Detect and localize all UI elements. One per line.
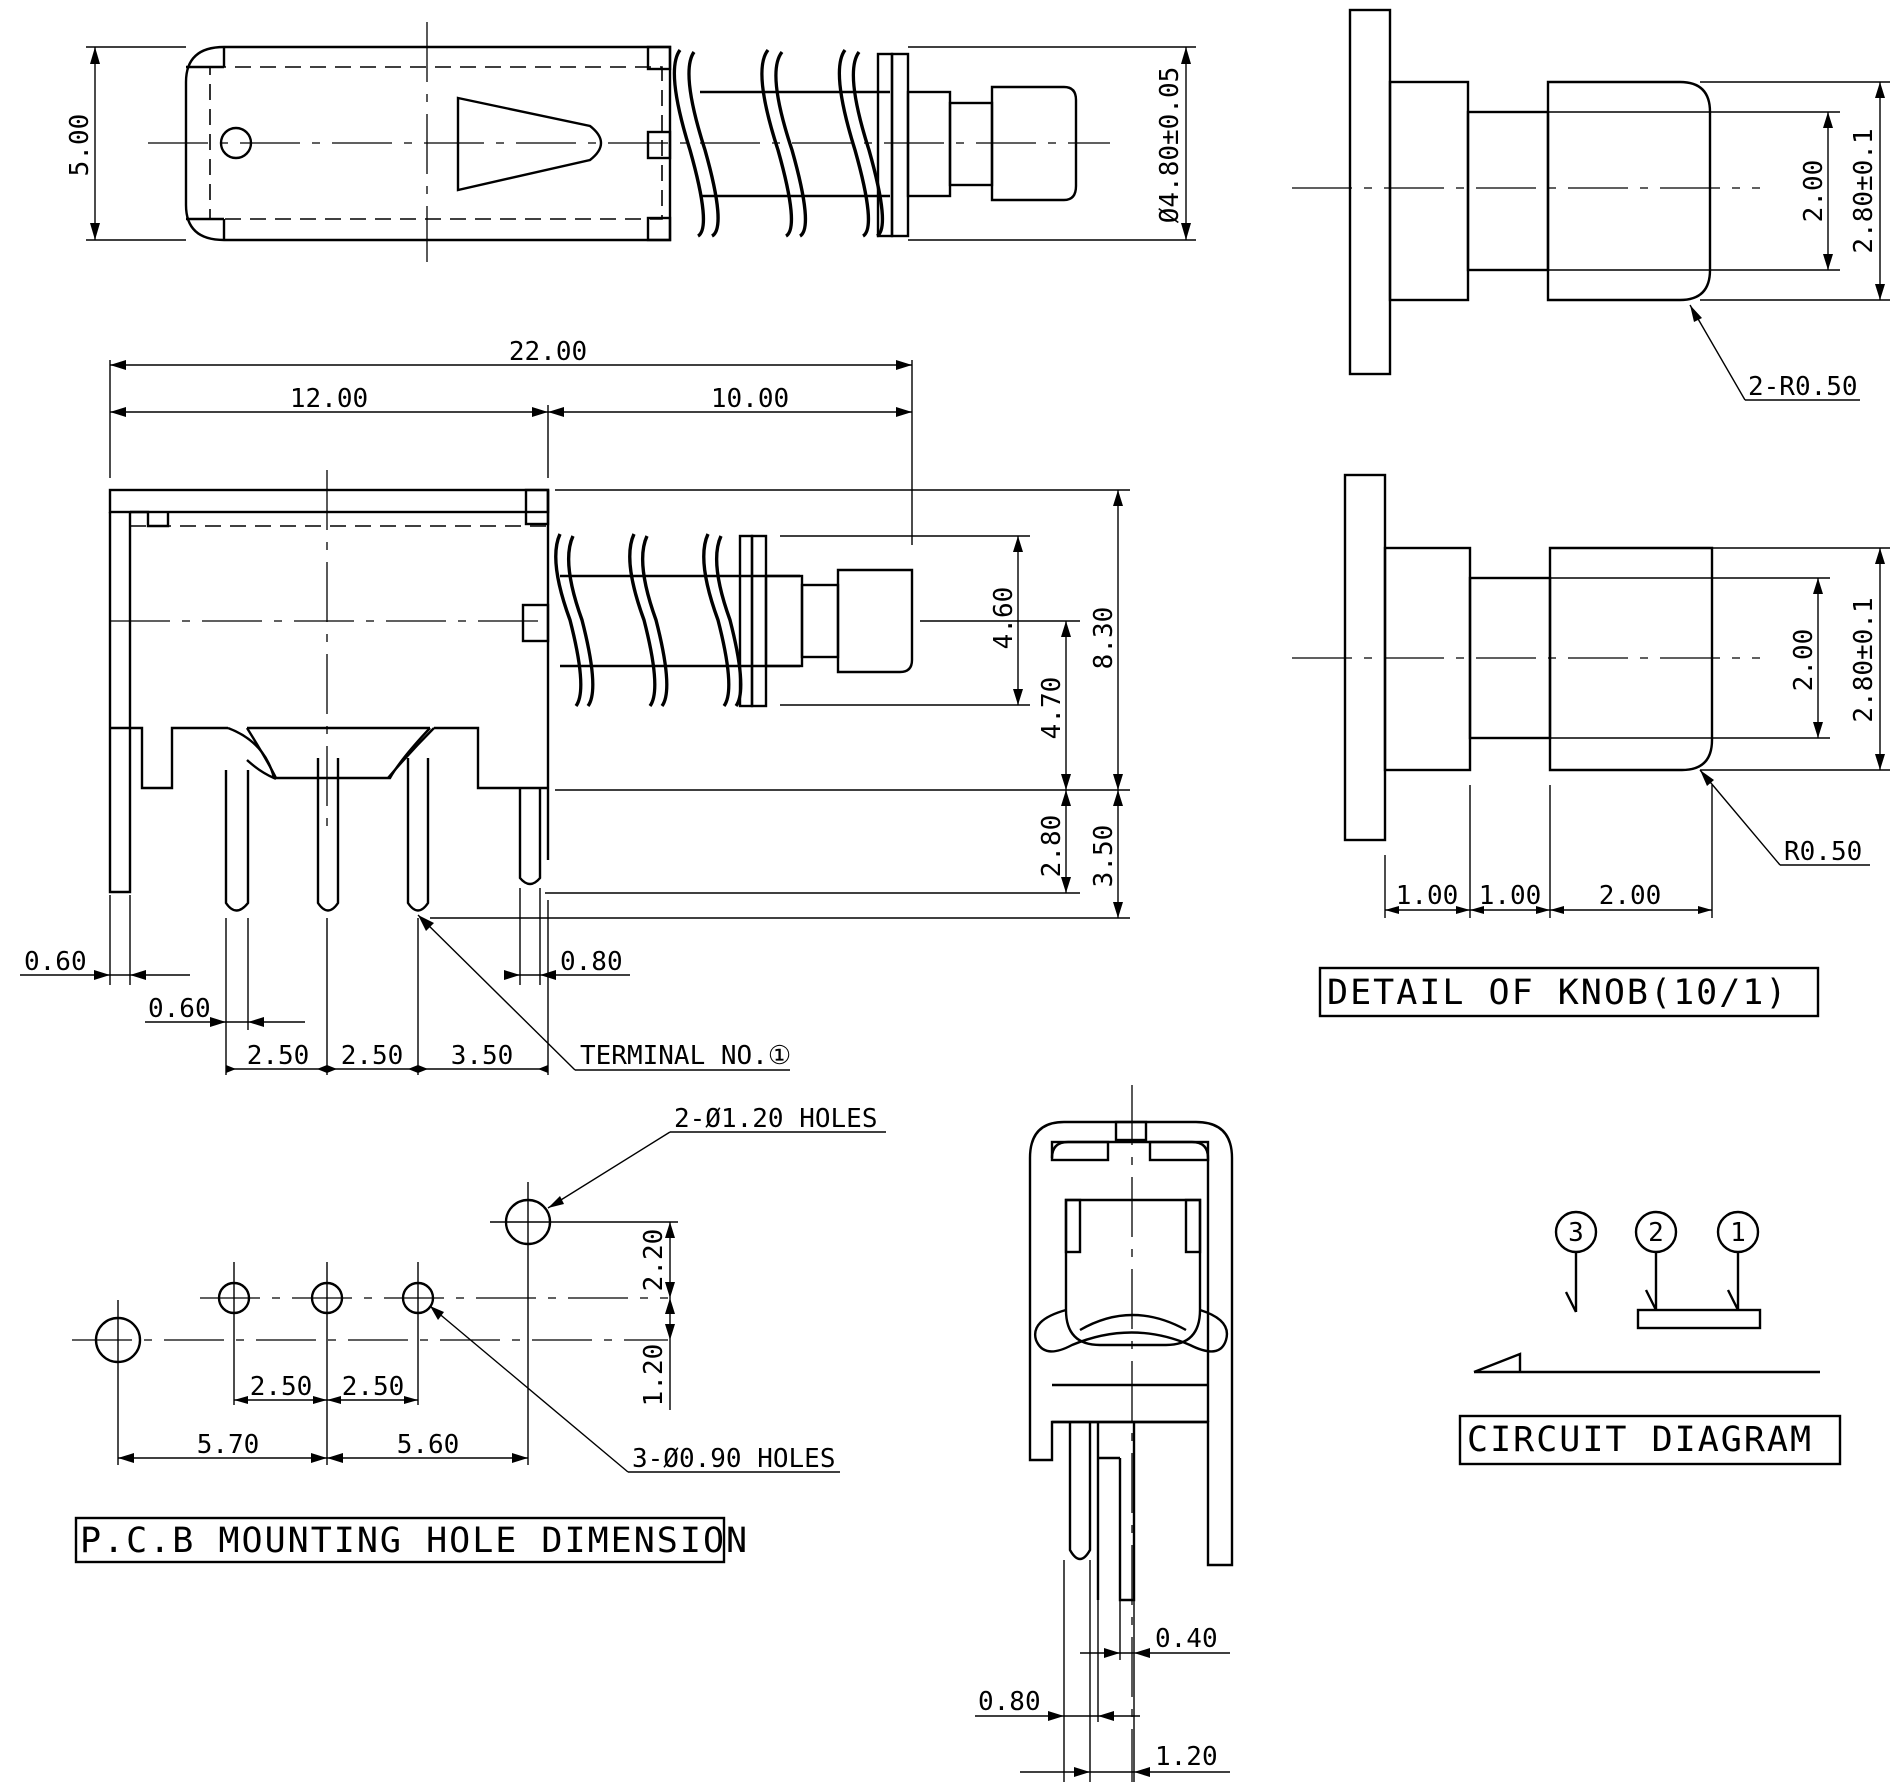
end-dim-a: 0.40	[1155, 1624, 1218, 1654]
pcb-pitch-2: 2.50	[342, 1372, 405, 1402]
pcb-pitch-1: 2.50	[250, 1372, 313, 1402]
end-dim-c: 1.20	[1155, 1742, 1218, 1772]
dim-total-length: 22.00	[509, 337, 587, 367]
pcb-small-holes-label: 3-Ø0.90 HOLES	[632, 1444, 836, 1474]
dim-c: 2.80	[1037, 815, 1067, 878]
dim-left-wall: 0.60	[24, 947, 87, 977]
pcb-title: P.C.B MOUNTING HOLE DIMENSION	[80, 1521, 749, 1561]
knob-bottom-radius: R0.50	[1784, 837, 1862, 867]
circuit-diagram: 3 2 1 CIRCUIT DIAGRAM	[1458, 1210, 1842, 1466]
knob-bottom-dim-outer: 2.80±0.1	[1849, 597, 1879, 722]
dim-right-wall: 0.80	[560, 947, 623, 977]
terminal-2-label: 2	[1648, 1218, 1664, 1248]
knob-len-3: 2.00	[1599, 881, 1662, 911]
dim-pitch-1: 2.50	[247, 1041, 310, 1071]
dim-shaft-diameter: Ø4.80±0.05	[1155, 67, 1185, 224]
dim-top-height: 5.00	[65, 114, 95, 177]
knob-len-2: 1.00	[1479, 881, 1542, 911]
knob-top-dim-inner: 2.00	[1799, 160, 1829, 223]
pcb-span-left: 5.70	[197, 1430, 260, 1460]
knob-len-1: 1.00	[1396, 881, 1459, 911]
dim-b: 4.70	[1037, 677, 1067, 740]
dim-pitch-2: 2.50	[341, 1041, 404, 1071]
side-view: 22.00 12.00 10.00 4.60 4.70 8.30 2.80 3.…	[20, 337, 1130, 1075]
pcb-span-right: 5.60	[397, 1430, 460, 1460]
knob-detail-title: DETAIL OF KNOB(10/1)	[1327, 973, 1788, 1013]
knob-bottom-dim-inner: 2.00	[1789, 629, 1819, 692]
pcb-dim-down: 1.20	[639, 1344, 669, 1407]
pcb-dim-up: 2.20	[639, 1229, 669, 1292]
dim-actuator-length: 10.00	[711, 384, 789, 414]
circuit-title: CIRCUIT DIAGRAM	[1467, 1420, 1813, 1460]
terminal-1-label: 1	[1730, 1218, 1746, 1248]
knob-top-dim-outer: 2.80±0.1	[1849, 128, 1879, 253]
end-view: 0.40 0.80 1.20	[975, 1085, 1234, 1782]
dim-total-height: 8.30	[1089, 607, 1119, 670]
top-view: 5.00 Ø4.80±0.05	[65, 22, 1196, 262]
dim-body-length: 12.00	[290, 384, 368, 414]
dim-pin-width: 0.60	[148, 994, 211, 1024]
pcb-mounting-holes: 2.50 2.50 5.70 5.60 2.20 1.20 2-Ø1.20 HO…	[72, 1104, 886, 1564]
knob-top-radius: 2-R0.50	[1748, 372, 1858, 402]
dim-a: 4.60	[989, 587, 1019, 650]
dim-pitch-3: 3.50	[451, 1041, 514, 1071]
dim-d: 3.50	[1089, 825, 1119, 888]
terminal-3-label: 3	[1568, 1218, 1584, 1248]
end-dim-b: 0.80	[978, 1687, 1041, 1717]
terminal-label: TERMINAL NO.①	[580, 1041, 791, 1071]
knob-detail: 2.00 2.80±0.1 2-R0.50 2.00 2.80±0.1 R0.5…	[1292, 8, 1890, 1018]
pcb-large-holes-label: 2-Ø1.20 HOLES	[674, 1104, 878, 1134]
